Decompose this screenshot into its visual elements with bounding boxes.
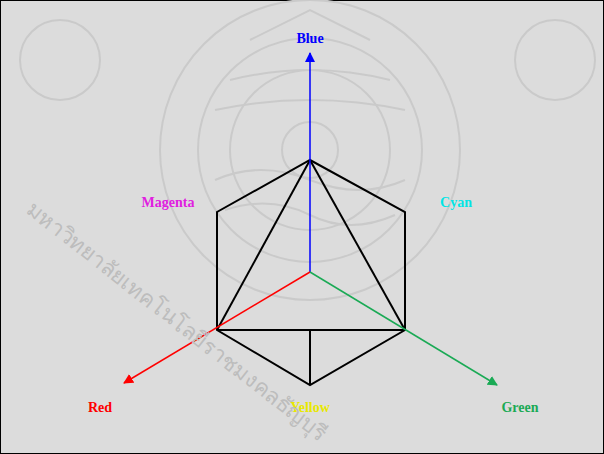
axis-label: Blue <box>296 32 323 46</box>
axis-label: Red <box>88 401 112 415</box>
vertex-label: Cyan <box>440 196 472 210</box>
axis-label: Green <box>501 401 538 415</box>
watermark: มหาวิทยาลัยเทคโนโลยีราชมงคลธัญบุรี <box>18 192 334 450</box>
blue-axis <box>309 53 311 272</box>
green-axis <box>310 272 497 385</box>
vertex-label: Magenta <box>142 196 195 210</box>
